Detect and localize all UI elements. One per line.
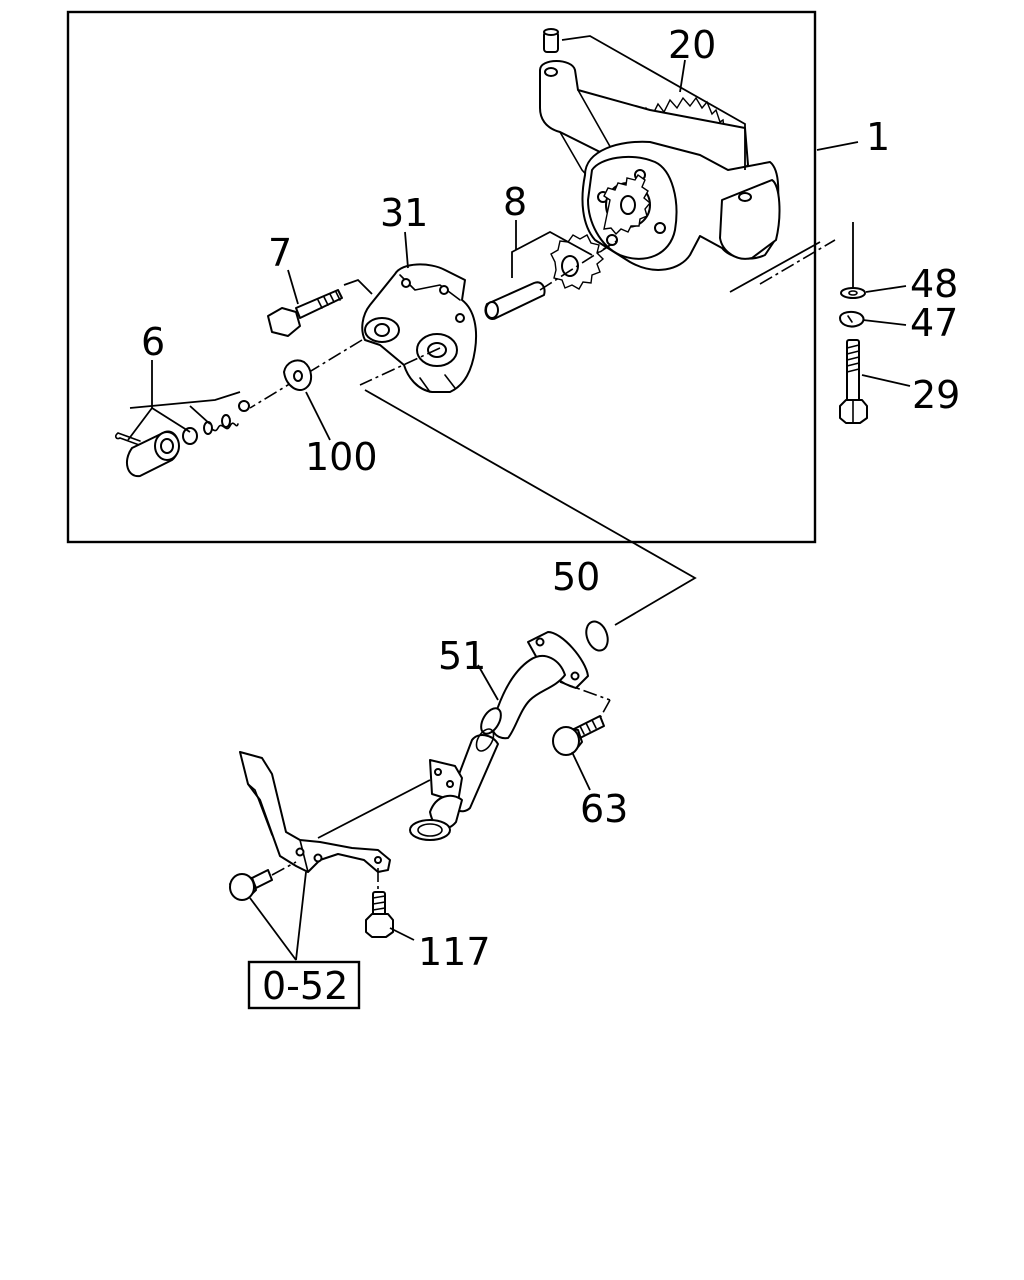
callout-29: 29: [912, 373, 960, 417]
assembly-frame: [66, 10, 817, 544]
support-bracket: [239, 751, 391, 873]
callout-31: 31: [380, 191, 428, 235]
bolt-7: [267, 289, 343, 337]
o-ring-50: [585, 620, 609, 652]
oil-pipe-51: [409, 631, 589, 841]
callout-63: 63: [580, 787, 628, 831]
callout-8: 8: [503, 180, 527, 224]
reference-box: [247, 960, 361, 1010]
callout-6: 6: [141, 320, 165, 364]
washer-48: [840, 287, 866, 299]
callout-50: 50: [552, 555, 600, 599]
callout-1: 1: [866, 115, 890, 159]
callout-7: 7: [268, 231, 292, 275]
bolt-63: [552, 715, 605, 756]
pump-cover: [361, 263, 478, 393]
oil-pump-body: [539, 28, 781, 271]
callout-47: 47: [910, 301, 958, 345]
inner-gear-shaft: [484, 234, 605, 320]
callout-51: 51: [438, 634, 486, 678]
bolt-29: [839, 339, 868, 424]
bolt-117: [365, 891, 394, 938]
callout-48: 48: [910, 262, 958, 306]
callout-117: 117: [418, 930, 491, 974]
lock-washer-47: [839, 310, 865, 328]
reference-0-52: 0-52: [262, 964, 348, 1008]
callout-20: 20: [668, 23, 716, 67]
bracket-bolt: [229, 869, 273, 901]
callout-100: 100: [305, 435, 378, 479]
relief-valve-set: [115, 400, 250, 478]
washer-100: [283, 359, 312, 391]
